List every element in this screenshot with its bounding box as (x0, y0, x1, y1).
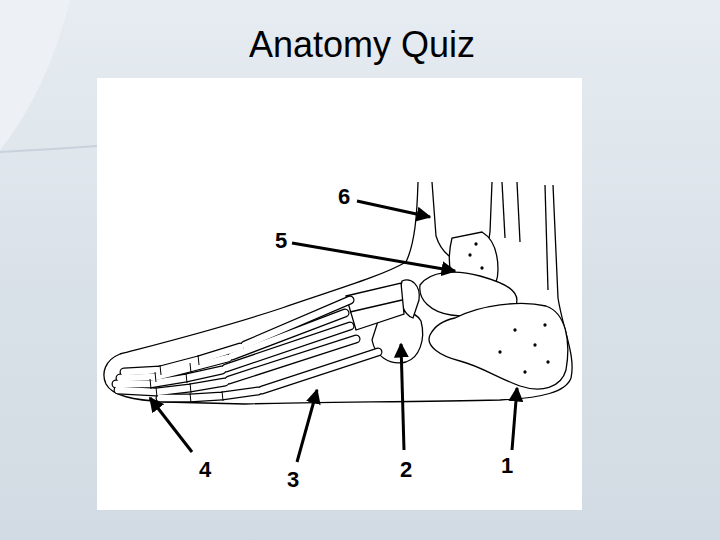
tarsal-bones (547, 361, 549, 363)
callout-number: 6 (338, 186, 350, 208)
image-panel (97, 78, 582, 510)
leg-bones (469, 254, 471, 256)
tarsal-bones (346, 283, 404, 330)
tarsal-bones (429, 303, 568, 389)
metatarsal-fill (116, 370, 222, 384)
leg-bones (517, 182, 520, 242)
metatarsal-fill (245, 300, 350, 345)
slide-decoration (0, 146, 97, 152)
pointer-arrows (401, 344, 404, 450)
pointer-arrows (512, 388, 517, 450)
skin-outline (104, 182, 572, 404)
joint-lines (150, 379, 151, 389)
joint-lines (150, 355, 223, 403)
skin-outline (545, 185, 548, 290)
pointer-arrows (297, 390, 317, 462)
tarsal-bones (346, 272, 568, 389)
joint-lines (156, 387, 157, 397)
tarsal-bones (514, 329, 516, 331)
slide-title: Anatomy Quiz (249, 27, 475, 63)
pointer-arrows (150, 398, 192, 452)
leg-bones (481, 267, 483, 269)
callout-number: 4 (199, 459, 211, 481)
pointer-arrows (292, 243, 455, 271)
metatarsal-outline (116, 300, 378, 398)
leg-bones (502, 182, 505, 238)
slide-decoration (0, 0, 70, 150)
skin-outline (104, 182, 572, 404)
metatarsal-fill (262, 352, 378, 390)
tarsal-bones (524, 371, 526, 373)
pointer-arrows (150, 201, 517, 462)
metatarsal-outline (262, 352, 378, 390)
joint-lines (190, 363, 191, 373)
joint-lines (198, 355, 199, 365)
tarsal-bones (544, 324, 546, 326)
joint-lines (186, 373, 187, 383)
callout-number: 3 (287, 469, 299, 491)
callout-number: 2 (400, 459, 412, 481)
metatarsal-outline (245, 300, 350, 345)
tarsal-bones (350, 300, 402, 312)
callout-number: 5 (275, 230, 287, 252)
joint-lines (222, 391, 223, 401)
pointer-arrows (357, 201, 430, 217)
metatarsal-fill (118, 382, 225, 392)
joint-lines (190, 393, 191, 403)
leg-bones (475, 243, 477, 245)
joint-lines (155, 372, 156, 382)
callout-number: 1 (501, 455, 513, 477)
slide-decoration (0, 0, 97, 152)
metatarsal-fill (160, 391, 258, 398)
metatarsal-fill (229, 339, 356, 380)
joint-lines (190, 383, 191, 393)
metatarsal-fill (116, 300, 378, 398)
tarsal-bones (534, 344, 536, 346)
tarsal-bones (499, 351, 501, 353)
joint-lines (160, 365, 161, 375)
